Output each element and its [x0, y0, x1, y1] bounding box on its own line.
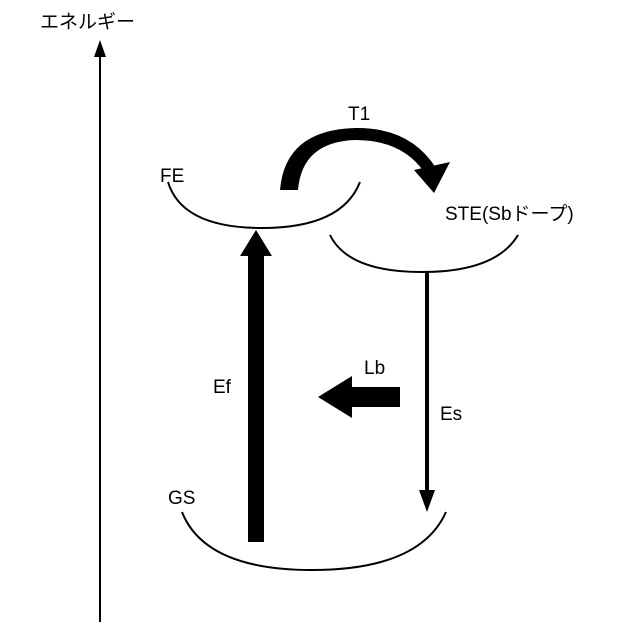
energy-axis-arrowhead: [94, 40, 106, 57]
ef-arrow-shaft: [248, 252, 264, 542]
ef-arrowhead: [240, 230, 272, 256]
energy-axis: エネルギー: [40, 11, 135, 622]
gs-state-curve: [182, 512, 446, 570]
fe-state-curve: [168, 182, 360, 228]
energy-axis-label: エネルギー: [40, 11, 135, 33]
lb-transition-label: Lb: [364, 358, 385, 379]
gs-state-label: GS: [168, 488, 195, 509]
ste-state-curve: [330, 235, 518, 272]
t1-transition-arrow: [280, 128, 450, 193]
ste-state-label: STE(Sbドープ): [445, 203, 574, 225]
t1-transition-label: T1: [348, 104, 370, 125]
lb-arrowhead: [318, 376, 352, 418]
lb-arrow: [318, 376, 400, 418]
t1-arrowhead: [414, 162, 450, 193]
fe-state-label: FE: [160, 166, 184, 187]
es-arrowhead: [419, 490, 435, 512]
ef-transition-label: Ef: [213, 377, 232, 398]
lb-arrow-shaft: [350, 387, 400, 407]
es-emission-arrow: [419, 272, 435, 512]
es-transition-label: Es: [440, 404, 462, 425]
ef-excitation-arrow: [240, 230, 272, 542]
t1-arrow-body: [280, 128, 436, 190]
